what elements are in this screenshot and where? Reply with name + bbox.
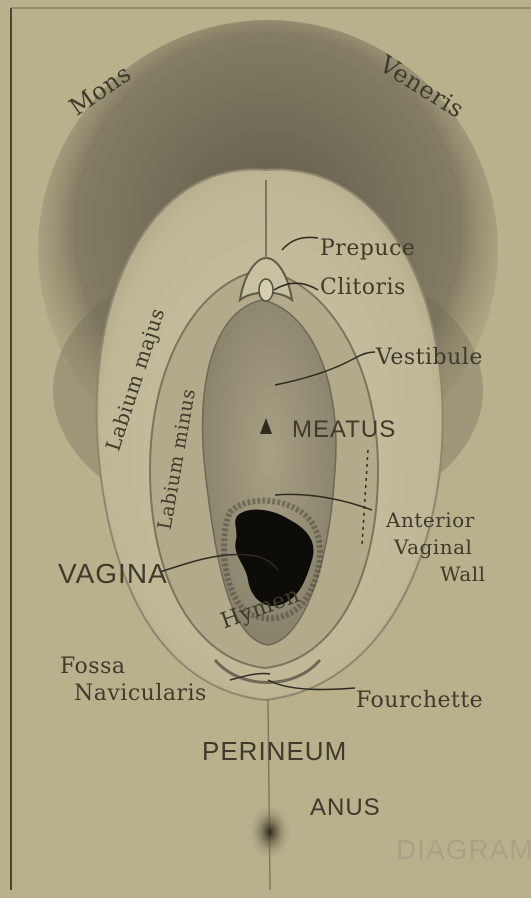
- label-meatus: MEATUS: [292, 418, 396, 442]
- label-fourchette: Fourchette: [356, 690, 483, 712]
- label-anus: ANUS: [310, 796, 381, 820]
- clitoris-shape: [259, 279, 273, 301]
- label-diagram: DIAGRAM: [396, 836, 531, 864]
- anus-shape: [248, 802, 292, 862]
- label-prepuce: Prepuce: [320, 238, 415, 260]
- label-fossa: Fossa: [60, 656, 126, 678]
- label-clitoris: Clitoris: [320, 277, 406, 299]
- label-anterior: Anterior: [386, 510, 475, 530]
- label-vestibule: Vestibule: [376, 347, 483, 369]
- label-perineum: PERINEUM: [202, 738, 347, 764]
- label-vagina: VAGINA: [58, 560, 168, 588]
- label-wall: Wall: [440, 564, 486, 584]
- label-vaginal: Vaginal: [394, 537, 472, 557]
- label-navicularis: Navicularis: [74, 683, 207, 705]
